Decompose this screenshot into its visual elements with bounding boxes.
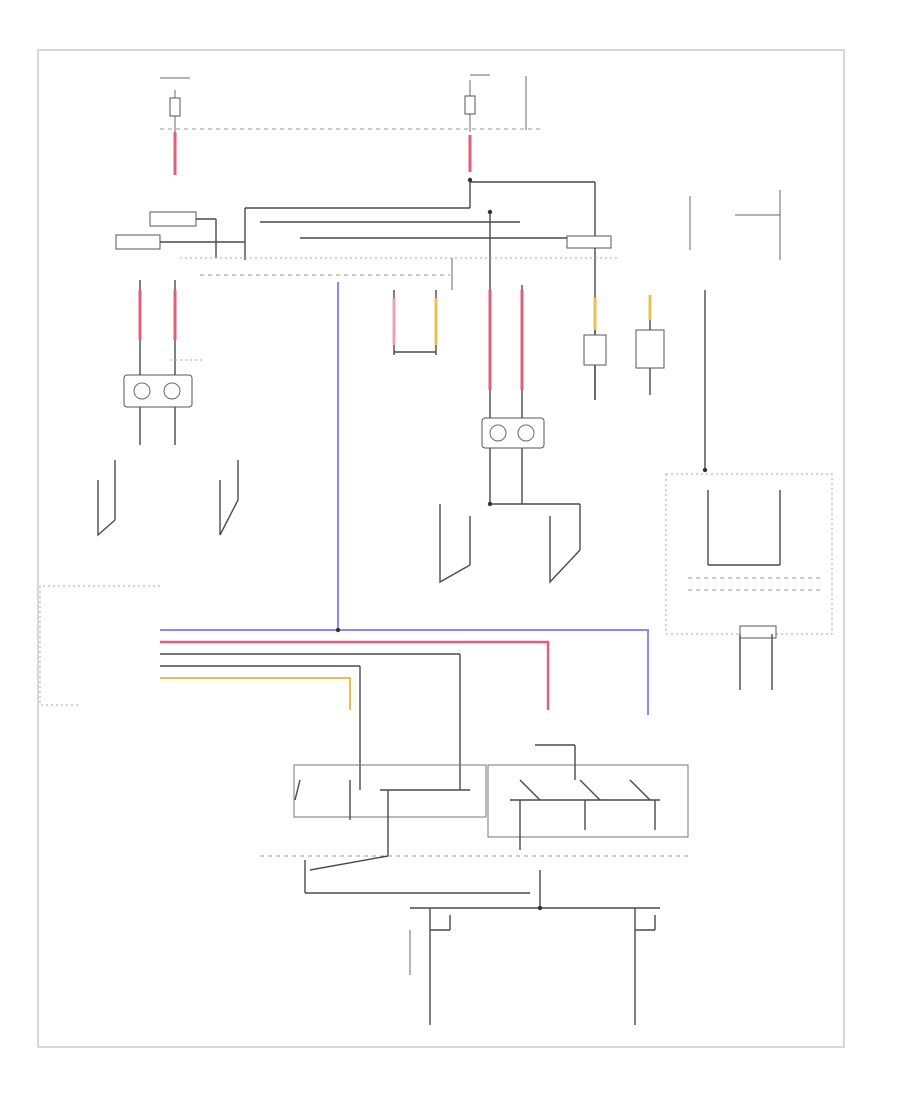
red-wires xyxy=(138,132,550,710)
connection-dots xyxy=(335,177,708,911)
yellow-wire xyxy=(160,677,351,710)
instrument-cluster-box xyxy=(665,473,833,639)
lower-right-connector xyxy=(739,634,773,690)
right-top-connector xyxy=(689,190,781,260)
daytime-relay-section xyxy=(393,290,437,355)
diagram-frame xyxy=(37,49,845,1048)
multifunction-module xyxy=(39,585,160,706)
red-wire xyxy=(160,640,550,710)
relay-junction-section xyxy=(115,180,620,504)
yellow-wires xyxy=(160,295,652,710)
switch-section xyxy=(260,710,690,871)
top-power-section xyxy=(160,74,540,132)
bus-wires xyxy=(160,653,461,710)
blue-wire xyxy=(160,629,649,715)
right-side-lamps xyxy=(583,290,706,470)
right-headlamp-section xyxy=(439,285,581,584)
blue-wires xyxy=(160,282,649,715)
ground-section xyxy=(304,860,660,1025)
left-turn-lamps xyxy=(97,460,239,537)
left-headlamp-section xyxy=(123,280,205,445)
